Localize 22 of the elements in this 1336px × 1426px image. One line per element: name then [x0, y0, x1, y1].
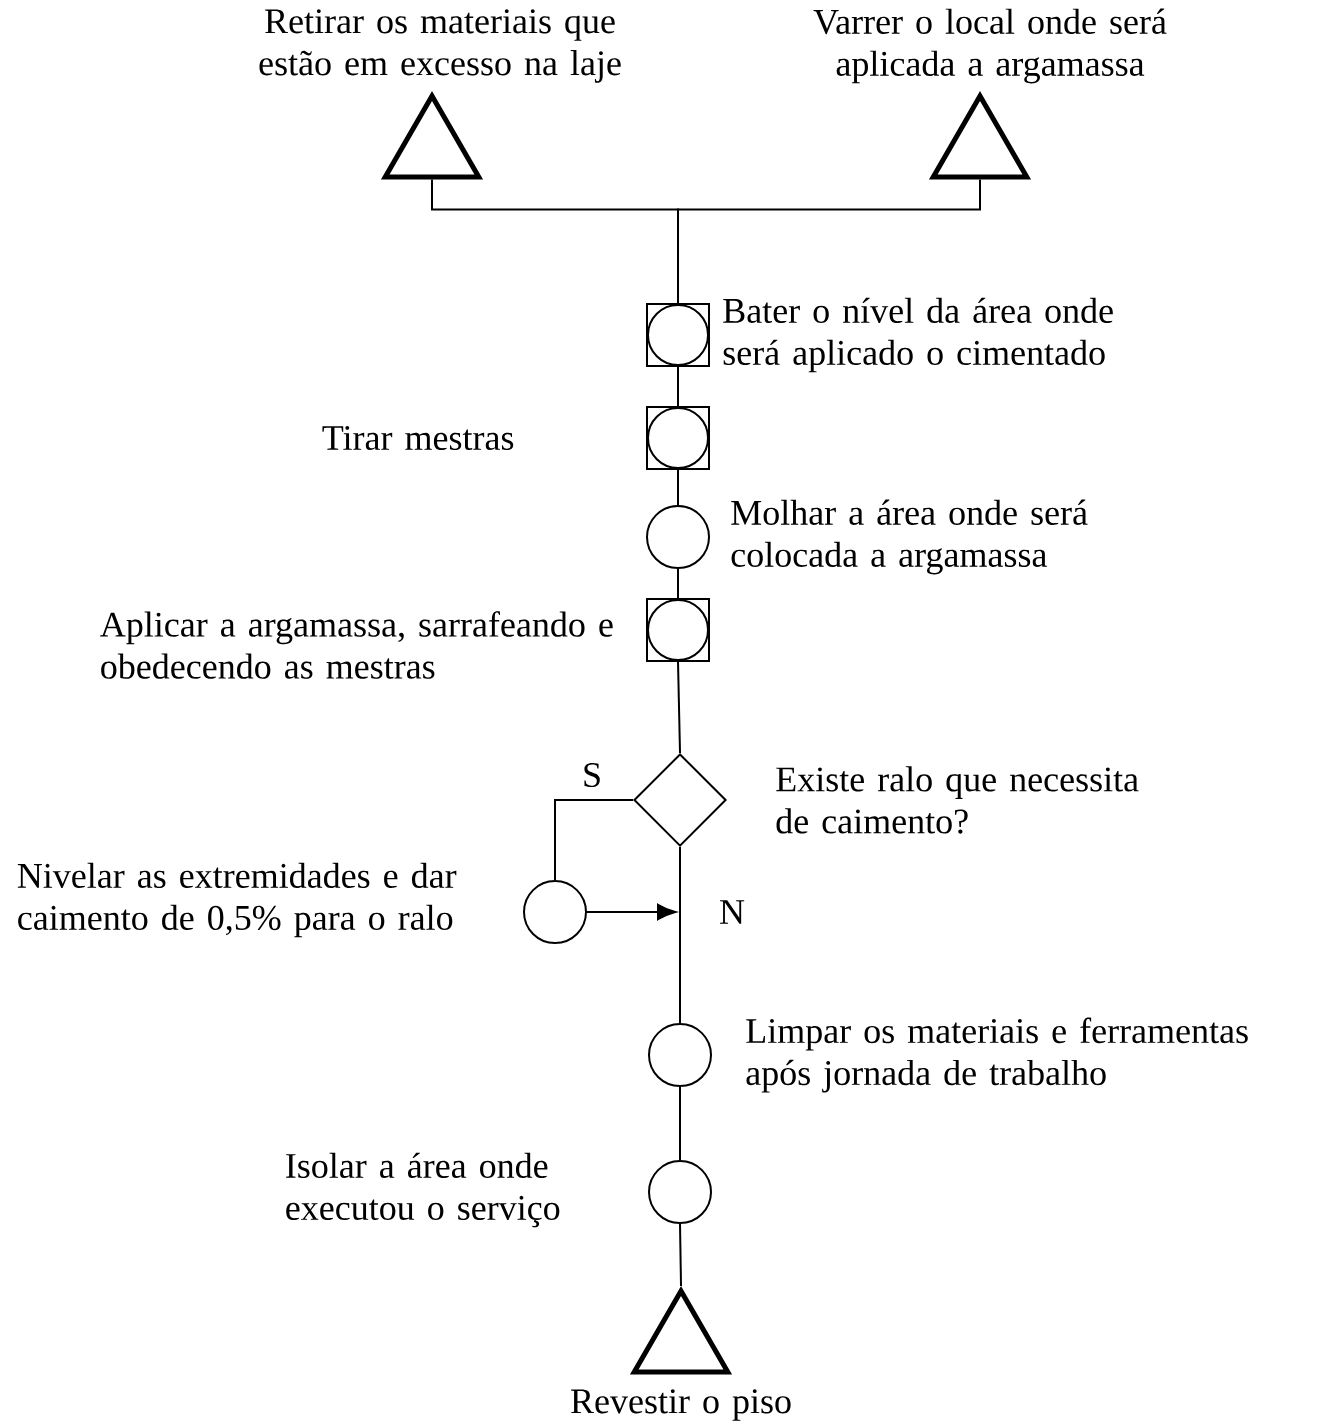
step-label: Molhar a área onde será colocada a argamassa — [731, 499, 1088, 575]
connector-line — [679, 846, 681, 1024]
step-label: Revestir o piso — [571, 1389, 791, 1421]
connector-line — [677, 661, 681, 754]
step-label: Nivelar as extremidades e dar caimento de 0,5% para o ralo — [17, 862, 457, 938]
step-label: Bater o nível da área onde será aplicado o cimentado — [723, 297, 1113, 373]
step-label: Retirar os materiais que estão em excesso na laje — [259, 9, 621, 83]
connector-line — [677, 469, 679, 506]
step-label: Aplicar a argamassa, sarrafeando e obedecendo as mestras — [100, 611, 613, 679]
edge-label: S — [580, 760, 604, 790]
connector-line — [679, 1086, 681, 1161]
step-label: Existe ralo que necessita de caimento? — [776, 766, 1139, 834]
edge-label: N — [717, 898, 747, 926]
connector-line — [554, 799, 634, 881]
arrow — [586, 903, 677, 921]
step-label: Varrer o local onde será aplicada a argamassa — [813, 8, 1167, 84]
connector-line — [677, 366, 679, 407]
step-label: Isolar a área onde executou o serviço — [286, 1152, 560, 1228]
connector-line — [677, 568, 679, 599]
step-label: Tirar mestras — [322, 425, 514, 451]
step-label: Limpar os materiais e ferramentas após jornada de trabalho — [746, 1017, 1248, 1093]
connector-line — [679, 1223, 682, 1287]
